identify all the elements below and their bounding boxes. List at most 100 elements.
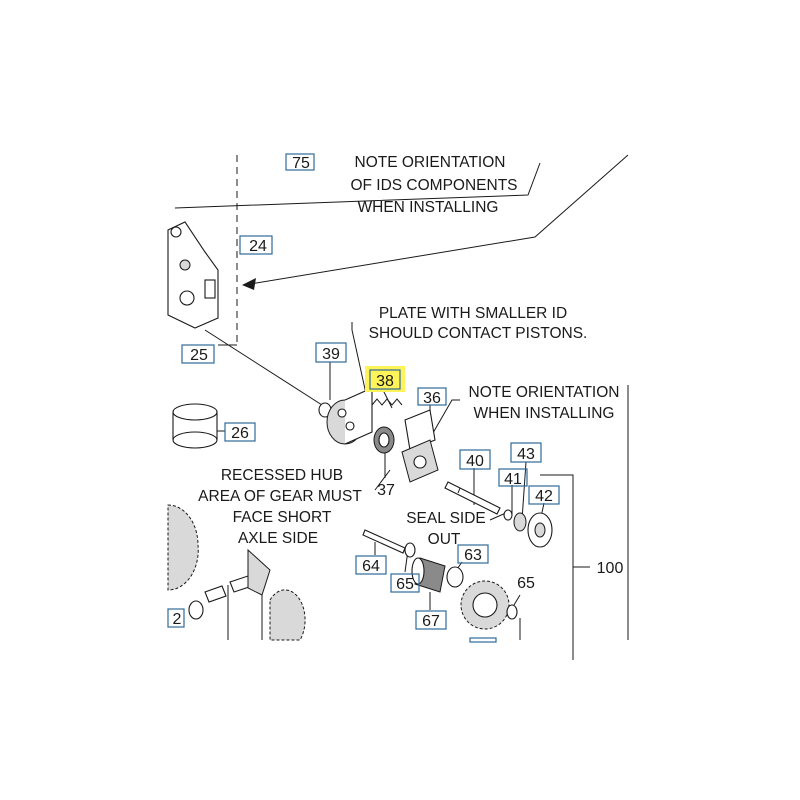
ring-65b xyxy=(506,604,518,620)
callout-63-label: 63 xyxy=(464,547,482,564)
callout-64-label: 64 xyxy=(362,558,380,575)
note-hub-line-4: AXLE SIDE xyxy=(238,530,318,547)
ring-26 xyxy=(172,403,218,449)
callout-26-label: 26 xyxy=(231,425,249,442)
leader-43 xyxy=(521,461,527,521)
note-ids-line-1: NOTE ORIENTATION xyxy=(355,154,506,171)
washer-63-shape xyxy=(446,566,464,588)
shaft-40 xyxy=(444,481,501,515)
callout-65-a[interactable]: 65 xyxy=(390,573,420,593)
callout-40-box xyxy=(459,449,491,470)
callout-67-box xyxy=(415,610,447,630)
note-hub-line-3: FACE SHORT xyxy=(233,509,332,526)
note-seal: SEAL SIDE OUT xyxy=(406,510,486,548)
bearing-67-end xyxy=(411,557,425,585)
callout-42-label: 42 xyxy=(535,488,553,505)
bearing-67 xyxy=(411,557,446,593)
callout-67[interactable]: 67 xyxy=(415,610,447,630)
bevel-gear xyxy=(247,548,271,596)
callout-24-box xyxy=(239,235,273,255)
callout-41[interactable]: 41 xyxy=(498,468,528,488)
cylinder-bore-a xyxy=(337,408,347,418)
gear-42-hub xyxy=(534,522,546,538)
housing-tab xyxy=(204,279,216,299)
ring-26-sides xyxy=(172,412,218,440)
leader-65b xyxy=(513,594,521,606)
callout-36[interactable]: 36 xyxy=(417,387,447,407)
spring-38 xyxy=(371,398,403,406)
callout-41-box xyxy=(498,468,528,487)
ring-41 xyxy=(503,509,513,521)
callout-75[interactable]: 75 xyxy=(285,153,315,172)
plate-note-leader xyxy=(351,322,371,413)
ring-65b-shape xyxy=(506,604,518,620)
callout-25[interactable]: 25 xyxy=(181,344,215,364)
callout-2-label: 2 xyxy=(173,611,182,628)
callout-2[interactable]: 2 xyxy=(167,608,185,628)
left-pin xyxy=(204,585,227,603)
note-plate-id: PLATE WITH SMALLER ID SHOULD CONTACT PIS… xyxy=(369,305,588,342)
gear-large-hub xyxy=(472,592,498,618)
note-seal-line-2: OUT xyxy=(428,531,461,548)
recessed-hub-leader xyxy=(374,469,391,491)
cylinder-block xyxy=(326,387,373,445)
callout-cut-box xyxy=(469,637,497,643)
callout-39[interactable]: 39 xyxy=(315,342,347,363)
lower-gear xyxy=(269,589,306,641)
gear-42 xyxy=(527,512,553,548)
callout-39-label: 39 xyxy=(322,346,340,363)
callout-65-b[interactable]: 65 xyxy=(517,575,535,592)
left-washer xyxy=(188,600,204,620)
callout-43-label: 43 xyxy=(517,446,535,463)
callout-42[interactable]: 42 xyxy=(528,485,560,505)
lower-left-parts xyxy=(167,504,306,641)
callout-43[interactable]: 43 xyxy=(510,442,542,463)
washer-63 xyxy=(446,566,464,588)
callout-26-box xyxy=(224,422,256,442)
housing-fragment xyxy=(167,221,219,329)
housing-bolt-hole xyxy=(179,290,195,306)
callout-42-box xyxy=(528,485,560,505)
callout-75-box xyxy=(285,153,315,171)
callout-2-box xyxy=(167,608,185,628)
housing-body xyxy=(167,221,219,329)
callout-41-label: 41 xyxy=(504,471,522,488)
callout-37[interactable]: 37 xyxy=(377,482,395,499)
callout-40[interactable]: 40 xyxy=(459,449,491,470)
callout-100[interactable]: 100 xyxy=(597,560,624,577)
callout-36-box xyxy=(417,387,447,406)
callout-63-box xyxy=(457,544,489,564)
orientation-arrow-line xyxy=(249,154,629,285)
pin-64-shape xyxy=(362,529,406,554)
callout-63[interactable]: 63 xyxy=(457,544,489,564)
note-plate-line-2: SHOULD CONTACT PISTONS. xyxy=(369,325,588,342)
callout-75-label: 75 xyxy=(292,155,310,172)
callout-67-label: 67 xyxy=(422,613,440,630)
orientation-arrowhead xyxy=(242,278,256,290)
callout-24[interactable]: 24 xyxy=(239,235,273,255)
ring-41-shape xyxy=(503,509,513,521)
note-ids-line-2: OF IDS COMPONENTS xyxy=(350,177,517,194)
note-hub-line-2: AREA OF GEAR MUST xyxy=(198,488,362,505)
bearing-37 xyxy=(373,426,395,454)
left-gear xyxy=(167,504,199,591)
callout-37-label: 37 xyxy=(377,482,395,499)
callout-25-label: 25 xyxy=(190,347,208,364)
callout-38-box xyxy=(369,369,401,390)
callout-64[interactable]: 64 xyxy=(355,555,387,575)
washer-65a xyxy=(404,542,416,558)
washer-65a-shape xyxy=(404,542,416,558)
note-ids-line-3: WHEN INSTALLING xyxy=(358,199,499,216)
housing-boss xyxy=(179,259,191,271)
shaft-40-spline xyxy=(457,487,461,494)
callout-65b-label: 65 xyxy=(517,575,535,592)
callout-36-label: 36 xyxy=(423,390,441,407)
seal-43 xyxy=(513,512,527,532)
callout-65a-box xyxy=(390,573,420,593)
note-orientation: NOTE ORIENTATION WHEN INSTALLING xyxy=(469,384,620,422)
note-ids-orientation: NOTE ORIENTATION OF IDS COMPONENTS WHEN … xyxy=(350,154,517,216)
callout-43-box xyxy=(510,442,542,463)
note-orient-line-2: WHEN INSTALLING xyxy=(474,405,615,422)
callout-38[interactable]: 38 xyxy=(365,366,405,392)
callout-26[interactable]: 26 xyxy=(217,422,256,442)
